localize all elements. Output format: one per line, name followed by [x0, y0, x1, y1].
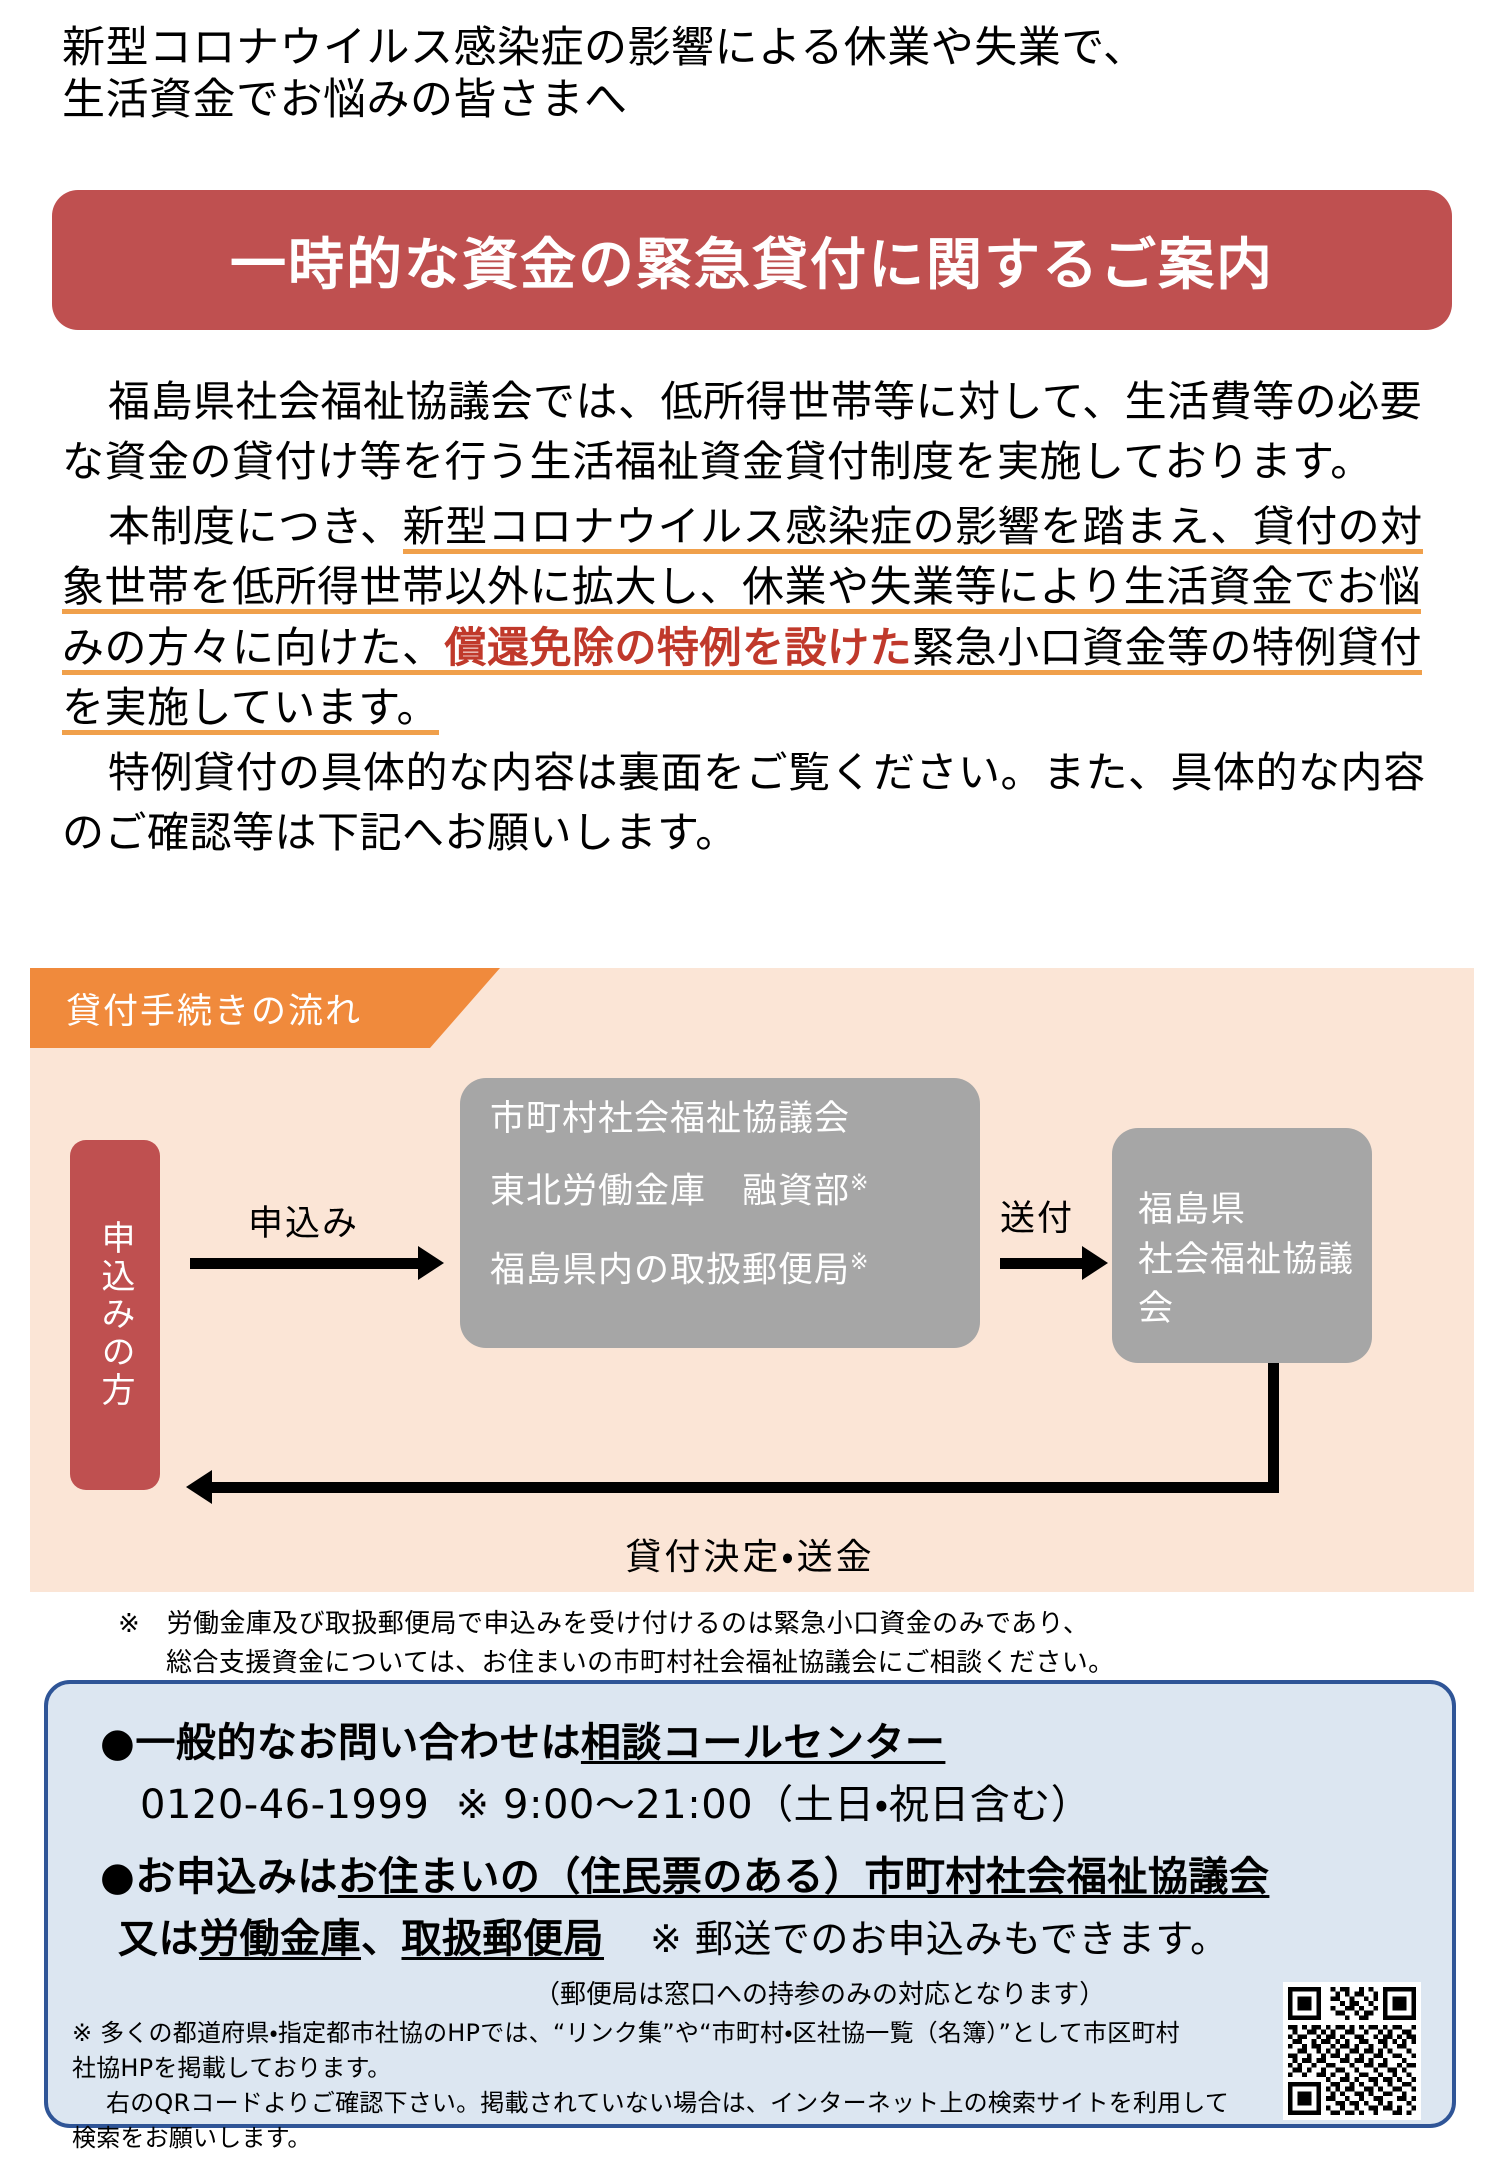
- contact-box: ●一般的なお問い合わせは相談コールセンター 0120-46-1999 ※ 9:0…: [44, 1680, 1456, 2152]
- contact-call-center-label: 相談コールセンター: [580, 1720, 946, 1766]
- flow-footnote: ※ 労働金庫及び取扱郵便局で申込みを受け付けるのは緊急小口資金のみであり、 総合…: [118, 1605, 1418, 1683]
- flow-node-municipal-line1: 市町村社会福祉協議会: [490, 1099, 851, 1139]
- flow-node-applicant: 申込みの方: [70, 1140, 160, 1490]
- contact-footnote-line4: 検索をお願いします。: [72, 2124, 312, 2153]
- lead-heading: 新型コロナウイルス感染症の影響による休業や失業で、 生活資金でお悩みの皆さまへ: [62, 22, 1462, 127]
- contact-phone-line: 0120-46-1999 ※ 9:00〜21:00（土日・祝日含む）: [140, 1772, 1091, 1830]
- lead-heading-line2: 生活資金でお悩みの皆さまへ: [62, 75, 628, 126]
- contact-apply-alt-postoffice: 取扱郵便局: [401, 1916, 604, 1962]
- paragraph-3-text: 特例貸付の具体的な内容は裏面をご覧ください。また、具体的な内容のご確認等は下記へ…: [62, 747, 1426, 858]
- flow-node-municipal-line2-text: 東北労働金庫 融資部: [490, 1171, 851, 1212]
- contact-footnote-line3: 右のQRコードよりご確認下さい。掲載されていない場合は、インターネット上の検索サ…: [106, 2089, 1230, 2118]
- contact-bullet-2-icon: ●: [100, 1854, 136, 1900]
- contact-inquiry-line: ●一般的なお問い合わせは相談コールセンター: [100, 1710, 945, 1768]
- contact-apply-line: ●お申込みはお住まいの（住民票のある）市町村社会福祉協議会: [100, 1844, 1269, 1902]
- contact-postoffice-note: （郵便局は窓口への持参のみの対応となります）: [534, 1980, 1106, 2010]
- body-copy: 福島県社会福祉協議会では、低所得世帯等に対して、生活費等の必要な資金の貸付け等を…: [62, 372, 1452, 868]
- contact-footnote-line2: 社協HPを掲載しております。: [72, 2054, 392, 2083]
- flow-arrow1-head-icon: [418, 1246, 444, 1280]
- contact-footnote: ※ 多くの都道府県・指定都市社協のHPでは、“リンク集”や“市町村・区社協一覧（…: [72, 2016, 1252, 2156]
- qr-code[interactable]: [1283, 1982, 1421, 2120]
- paragraph-1: 福島県社会福祉協議会では、低所得世帯等に対して、生活費等の必要な資金の貸付け等を…: [62, 372, 1452, 493]
- flow-ribbon-label: 貸付手続きの流れ: [66, 991, 363, 1032]
- contact-apply-alt-plain: 又は: [118, 1916, 199, 1962]
- flow-footnote-line1: ※ 労働金庫及び取扱郵便局で申込みを受け付けるのは緊急小口資金のみであり、: [118, 1609, 1090, 1639]
- paragraph-2-underlined-a: 新型コロナウイルス感染症の影響を踏まえ、貸付の対象世帯を低所得世帯以外に拡大し、…: [62, 501, 1423, 675]
- paragraph-1-text: 福島県社会福祉協議会では、低所得世帯等に対して、生活費等の必要な資金の貸付け等を…: [62, 377, 1423, 487]
- contact-bullet-1-icon: ●: [100, 1720, 136, 1766]
- contact-apply-plain: お申込みは: [135, 1854, 338, 1900]
- flow-return-head-icon: [186, 1470, 212, 1504]
- paragraph-2: 本制度につき、新型コロナウイルス感染症の影響を踏まえ、貸付の対象世帯を低所得世帯…: [62, 497, 1452, 739]
- flow-node-prefectural: 福島県 社会福祉協議会: [1112, 1128, 1372, 1363]
- paragraph-2-emphasis: 償還免除の特例を設けた: [444, 622, 913, 675]
- contact-inquiry-plain: 一般的なお問い合わせは: [135, 1720, 581, 1766]
- flow-node-municipal-line2-mark: ※: [850, 1171, 870, 1196]
- contact-apply-alt-line: 又は労働金庫、取扱郵便局 ※ 郵送でのお申込みもできます。: [118, 1906, 1229, 1964]
- flow-return-label: 貸付決定・送金: [625, 1537, 875, 1578]
- flow-node-applicant-label: 申込みの方: [95, 1220, 135, 1410]
- flow-node-municipal-line3-text: 福島県内の取扱郵便局: [490, 1250, 851, 1291]
- flow-node-municipal-line3: 福島県内の取扱郵便局※: [490, 1249, 980, 1291]
- contact-phone-number: 0120-46-1999: [140, 1782, 430, 1828]
- paragraph-2-lead: 本制度につき、: [108, 501, 403, 551]
- flow-node-prefectural-line2: 社会福祉協議会: [1138, 1239, 1355, 1330]
- flow-node-municipal-line2: 東北労働金庫 融資部※: [490, 1173, 980, 1210]
- flow-node-municipal-line3-mark: ※: [850, 1249, 870, 1275]
- lead-heading-line1: 新型コロナウイルス感染症の影響による休業や失業で、: [62, 23, 1147, 73]
- contact-apply-target: お住まいの（住民票のある）市町村社会福祉協議会: [337, 1854, 1270, 1900]
- paragraph-3: 特例貸付の具体的な内容は裏面をご覧ください。また、具体的な内容のご確認等は下記へ…: [62, 743, 1452, 864]
- flow-node-municipal: 市町村社会福祉協議会 東北労働金庫 融資部※ 福島県内の取扱郵便局※: [460, 1078, 980, 1348]
- flow-node-prefectural-line1: 福島県: [1138, 1190, 1247, 1230]
- flow-ribbon: 貸付手続きの流れ: [30, 968, 500, 1048]
- flow-return-line-vertical: [1268, 1363, 1279, 1493]
- title-banner: 一時的な資金の緊急貸付に関するご案内: [52, 190, 1452, 330]
- banner-title-text: 一時的な資金の緊急貸付に関するご案内: [230, 232, 1274, 298]
- flow-arrow1-line: [190, 1258, 418, 1269]
- flow-footnote-line2: 総合支援資金については、お住まいの市町村社会福祉協議会にご相談ください。: [166, 1648, 1115, 1678]
- contact-apply-alt-rokin: 労働金庫: [199, 1916, 361, 1962]
- flow-return-line-horizontal: [212, 1482, 1279, 1493]
- contact-apply-alt-sep: 、: [361, 1916, 402, 1962]
- flow-arrow2-label: 送付: [1000, 1199, 1075, 1239]
- flow-arrow1-label: 申込み: [248, 1204, 360, 1244]
- contact-phone-hours: ※ 9:00〜21:00（土日・祝日含む）: [455, 1782, 1092, 1828]
- flow-arrow2-head-icon: [1082, 1246, 1108, 1280]
- flow-arrow2-line: [1000, 1258, 1082, 1269]
- contact-footnote-line1: ※ 多くの都道府県・指定都市社協のHPでは、“リンク集”や“市町村・区社協一覧（…: [72, 2019, 1180, 2047]
- qr-code-icon: [1283, 1982, 1421, 2120]
- contact-mail-note: ※ 郵送でのお申込みもできます。: [650, 1917, 1229, 1961]
